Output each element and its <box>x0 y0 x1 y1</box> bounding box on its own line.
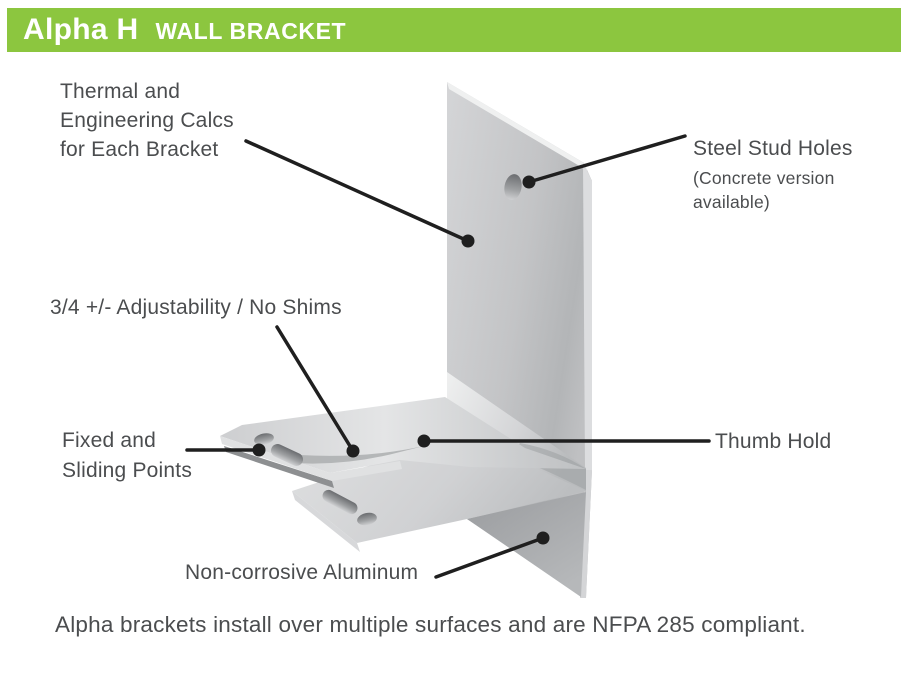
compliance-note: Alpha brackets install over multiple sur… <box>55 612 806 637</box>
upper-arm-hole <box>254 433 274 445</box>
callout-arrow-thermal <box>244 139 475 248</box>
callout-label-adjustability: 3/4 +/- Adjustability / No Shims <box>50 296 342 319</box>
callout-arrow-adjustability <box>275 325 360 458</box>
back-plate-right-edge-lower <box>580 470 592 598</box>
callout-label-steel-stud: Steel Stud Holes (Concrete version avail… <box>693 105 906 243</box>
lower-arm-front-edge <box>292 491 360 552</box>
callout-arrow-steel-stud <box>522 134 687 189</box>
callout-arrows <box>185 134 711 579</box>
callout-arrow-thumb-hold <box>417 434 711 448</box>
lower-arm-slot <box>322 489 358 515</box>
callout-label-thermal: Thermal and Engineering Calcs for Each B… <box>60 80 234 161</box>
steel-stud-main-label: Steel Stud Holes <box>693 137 853 160</box>
product-name: Alpha H <box>23 13 139 46</box>
steel-stud-hole <box>504 174 522 200</box>
back-plate-right-edge <box>583 162 592 470</box>
title-bar: Alpha H WALL BRACKET <box>7 8 901 52</box>
callout-label-fixed-sliding: Fixed and Sliding Points <box>62 429 193 482</box>
back-plate-top-edge <box>447 82 588 171</box>
callout-label-aluminum: Non-corrosive Aluminum <box>185 561 419 584</box>
upper-arm-bend-shading <box>280 444 432 464</box>
callout-arrow-fixed-sliding <box>185 443 266 457</box>
title-text: Alpha H WALL BRACKET <box>23 13 346 47</box>
callout-arrow-aluminum <box>434 531 550 579</box>
bracket-shelf <box>220 372 586 597</box>
upper-arm-shadow <box>224 446 334 488</box>
lower-arm-hole <box>357 512 377 526</box>
bracket-upper-arm <box>220 397 586 481</box>
callout-label-thumb-hold: Thumb Hold <box>715 430 832 453</box>
upper-arm-face <box>220 397 586 473</box>
upper-arm-front-edge <box>220 436 402 481</box>
upper-arm-slot <box>270 444 304 466</box>
steel-stud-sublabel: (Concrete version available) <box>693 168 835 212</box>
product-type: WALL BRACKET <box>155 18 347 44</box>
